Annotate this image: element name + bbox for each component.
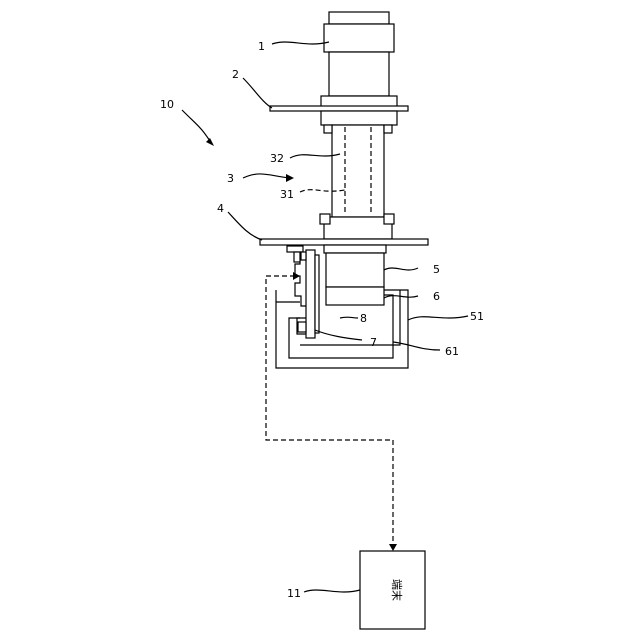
motor — [324, 12, 394, 96]
label-51: 51 — [470, 310, 484, 323]
arrowhead-down — [389, 544, 397, 551]
upper-plate — [270, 96, 408, 125]
label-4: 4 — [217, 202, 224, 215]
label-11: 11 — [287, 587, 301, 600]
lower-plate — [260, 239, 428, 245]
unit-5 — [324, 245, 386, 305]
label-8: 8 — [360, 312, 367, 325]
terminal-box: 端末 — [360, 551, 425, 629]
terminal-text: 端末 — [390, 579, 404, 601]
label-61: 61 — [445, 345, 459, 358]
mounted-board — [287, 246, 319, 338]
arrowhead-left — [293, 272, 300, 280]
label-10: 10 — [160, 98, 174, 111]
label-5: 5 — [433, 263, 440, 276]
label-1: 1 — [258, 40, 265, 53]
label-6: 6 — [433, 290, 440, 303]
column — [320, 125, 394, 239]
communication-link — [266, 272, 397, 551]
label-32: 32 — [270, 152, 284, 165]
label-2: 2 — [232, 68, 239, 81]
label-31: 31 — [280, 188, 294, 201]
label-7: 7 — [370, 336, 377, 349]
label-3: 3 — [227, 172, 234, 185]
